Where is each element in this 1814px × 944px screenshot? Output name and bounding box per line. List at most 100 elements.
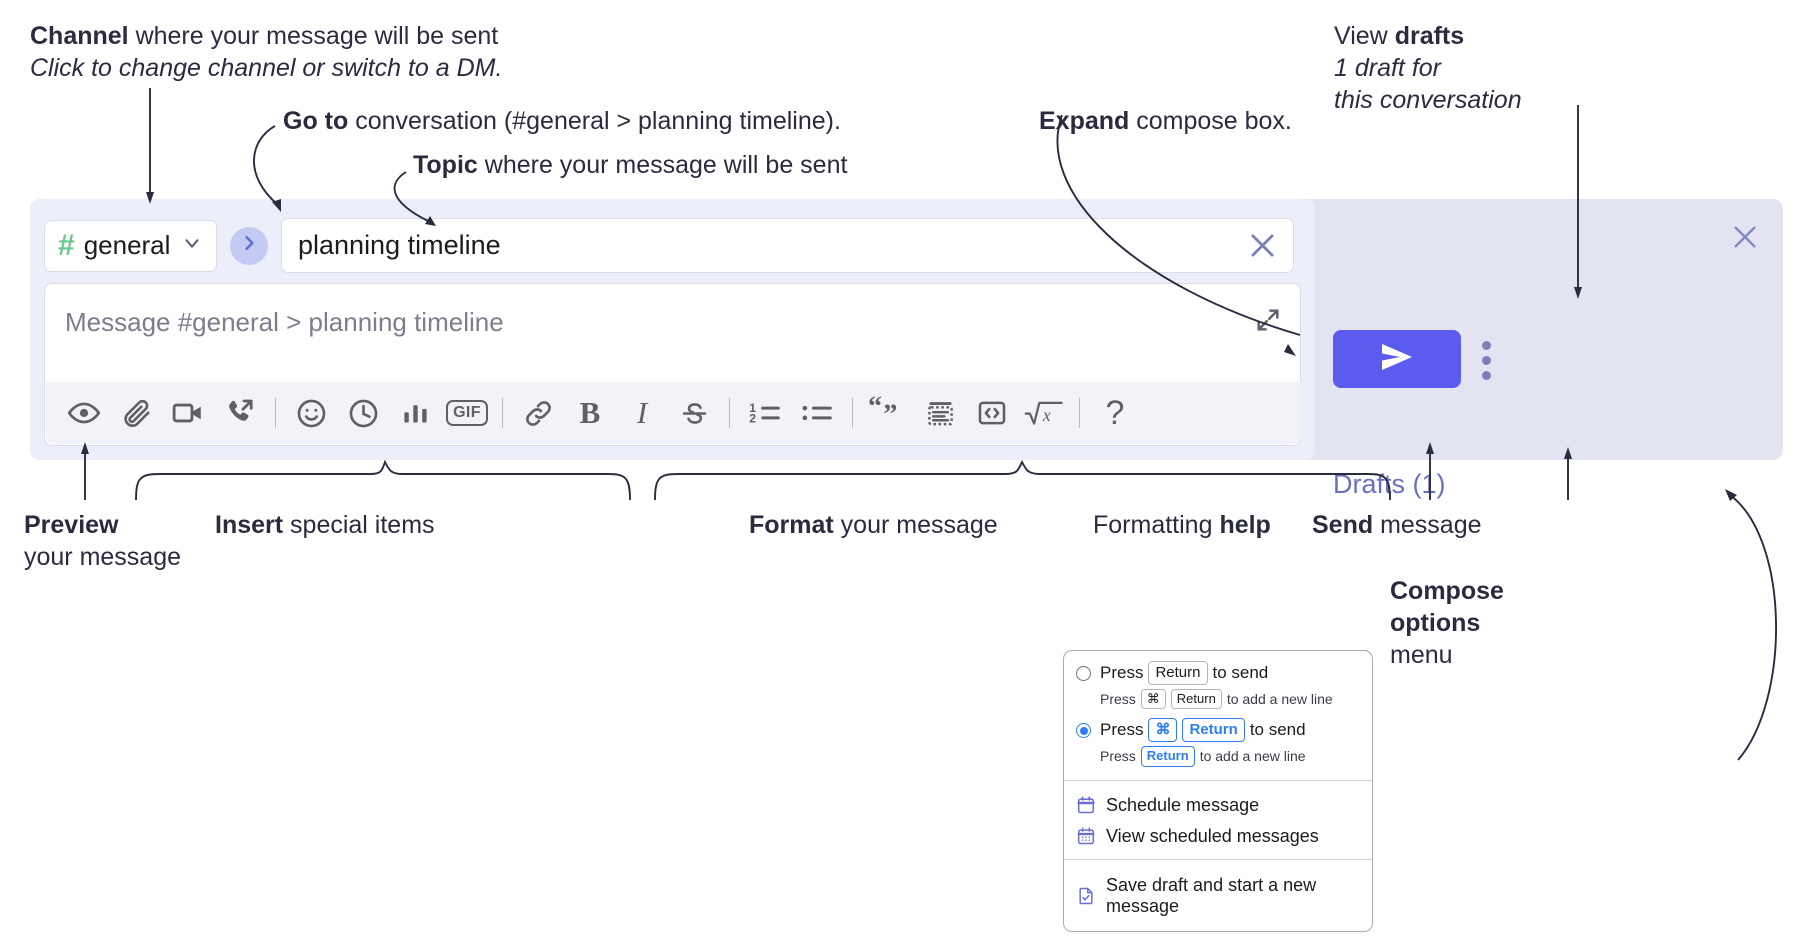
radio-option-return[interactable]: Press Return to send Press ⌘ Return to a… <box>1076 661 1360 710</box>
annotation-goto-bold: Go to <box>283 107 349 135</box>
drafts-link[interactable]: Drafts (1) <box>1333 469 1446 499</box>
key-return: Return <box>1170 688 1222 710</box>
annotation-send: Send message <box>1312 509 1482 541</box>
radio-icon[interactable] <box>1076 666 1091 681</box>
compose-inner: # general planning timeline <box>30 199 1315 460</box>
schedule-group: Schedule message View scheduled messages <box>1064 781 1372 859</box>
compose-options-menu: Press Return to send Press ⌘ Return to a… <box>1063 650 1373 932</box>
link-icon[interactable] <box>512 387 564 439</box>
toolbar-divider <box>275 398 276 428</box>
compose-panel: # general planning timeline <box>30 199 1783 499</box>
calendar-grid-icon <box>1076 826 1096 846</box>
annotation-insert: Insert special items <box>215 509 435 541</box>
send-button[interactable] <box>1333 330 1461 388</box>
blockquote-icon[interactable]: “ ” <box>862 387 914 439</box>
bar-chart-icon[interactable] <box>389 387 441 439</box>
annotation-channel-bold: Channel <box>30 22 129 50</box>
calendar-schedule-icon <box>1076 795 1096 815</box>
more-vertical-icon-dot <box>1482 356 1491 365</box>
annotation-goto-rest: conversation (#general > planning timeli… <box>348 107 841 135</box>
expand-diagonal-icon[interactable] <box>1254 306 1282 339</box>
chevron-down-icon <box>181 232 203 259</box>
annotation-help: Formatting help <box>1093 509 1271 541</box>
annotation-drafts-italic1: 1 draft for <box>1334 54 1441 82</box>
radio-icon-selected[interactable] <box>1076 723 1091 739</box>
emoji-smiley-icon[interactable] <box>285 387 337 439</box>
close-icon[interactable] <box>1729 221 1761 258</box>
svg-text:x: x <box>1042 405 1051 425</box>
goto-conversation-button[interactable] <box>230 226 268 265</box>
send-paper-plane-icon <box>1374 340 1420 379</box>
option-0-sub-post: to add a new line <box>1226 690 1333 707</box>
annotation-drafts-plain: View <box>1334 22 1395 50</box>
annotation-format: Format your message <box>749 509 998 541</box>
annotation-compose-rest: menu <box>1390 641 1453 669</box>
key-return: Return <box>1140 745 1195 767</box>
math-sqrt-icon[interactable]: x <box>1018 387 1070 439</box>
menu-item-label: View scheduled messages <box>1106 825 1319 846</box>
gif-icon[interactable]: GIF <box>441 387 493 439</box>
toolbar-divider <box>729 398 730 428</box>
annotation-preview-bold: Preview <box>24 511 119 539</box>
toolbar-divider <box>1079 398 1080 428</box>
key-return: Return <box>1182 718 1245 742</box>
eye-icon[interactable] <box>58 387 110 439</box>
annotation-channel-italic: Click to change channel or switch to a D… <box>30 54 503 82</box>
annotation-send-bold: Send <box>1312 511 1374 539</box>
svg-text:2: 2 <box>749 412 756 426</box>
bold-label: B <box>579 395 601 430</box>
annotation-channel-rest: where your message will be sent <box>128 22 499 50</box>
annotation-channel: Channel where your message will be sent … <box>30 20 502 84</box>
strikethrough-icon[interactable] <box>668 387 720 439</box>
menu-item-label: Save draft and start a new message <box>1106 874 1317 916</box>
draft-group: Save draft and start a new message <box>1064 860 1372 931</box>
radio-option-cmd-return[interactable]: Press ⌘ Return to send Press Return to a… <box>1076 718 1360 767</box>
menu-item-view-scheduled-messages[interactable]: View scheduled messages <box>1064 821 1372 852</box>
svg-text:”: ” <box>883 400 897 430</box>
annotation-compose-options: Compose options menu <box>1390 575 1504 671</box>
bulleted-list-icon[interactable] <box>791 387 843 439</box>
help-label: ? <box>1105 393 1125 432</box>
annotation-insert-rest: special items <box>283 511 435 539</box>
option-1-sub-post: to add a new line <box>1199 748 1306 765</box>
annotation-drafts-bold: drafts <box>1394 22 1465 50</box>
bold-icon[interactable]: B <box>564 387 616 439</box>
question-mark-icon[interactable]: ? <box>1089 387 1141 439</box>
annotation-compose-bold2: options <box>1390 609 1481 637</box>
menu-item-save-draft[interactable]: Save draft and start a new message <box>1064 866 1372 922</box>
menu-item-label: Schedule message <box>1106 794 1260 815</box>
svg-text:1: 1 <box>749 401 756 415</box>
annotation-preview: Preview your message <box>24 509 181 573</box>
channel-name: general <box>83 230 171 260</box>
topic-input[interactable]: planning timeline <box>281 218 1294 273</box>
send-shortcut-options: Press Return to send Press ⌘ Return to a… <box>1064 651 1372 780</box>
phone-arrow-icon[interactable] <box>214 387 266 439</box>
more-vertical-icon-dot <box>1482 341 1491 350</box>
channel-selector[interactable]: # general <box>44 219 217 272</box>
italic-icon[interactable]: I <box>616 387 668 439</box>
annotation-send-rest: message <box>1373 511 1482 539</box>
annotation-expand-bold: Expand <box>1039 107 1130 135</box>
option-1-post: to send <box>1249 720 1306 740</box>
compose-options-button[interactable] <box>1482 341 1491 380</box>
annotation-insert-bold: Insert <box>215 511 284 539</box>
option-0-sub-pre: Press <box>1100 690 1136 707</box>
paperclip-icon[interactable] <box>110 387 162 439</box>
video-camera-icon[interactable] <box>162 387 214 439</box>
annotation-topic-rest: where your message will be sent <box>477 151 848 179</box>
menu-divider <box>1064 779 1372 781</box>
code-block-icon[interactable] <box>914 387 966 439</box>
annotation-help-plain: Formatting <box>1093 511 1220 539</box>
message-input[interactable]: Message #general > planning timeline <box>44 283 1301 446</box>
menu-item-schedule-message[interactable]: Schedule message <box>1064 786 1372 821</box>
annotation-topic: Topic where your message will be sent <box>413 149 847 181</box>
close-icon[interactable] <box>1246 229 1279 262</box>
annotation-preview-rest: your message <box>24 543 182 571</box>
ordered-list-icon[interactable]: 1 2 <box>739 387 791 439</box>
inline-code-icon[interactable] <box>966 387 1018 439</box>
annotation-drafts-italic2: this conversation <box>1334 86 1522 114</box>
chevron-right-icon <box>239 233 259 258</box>
clock-icon[interactable] <box>337 387 389 439</box>
